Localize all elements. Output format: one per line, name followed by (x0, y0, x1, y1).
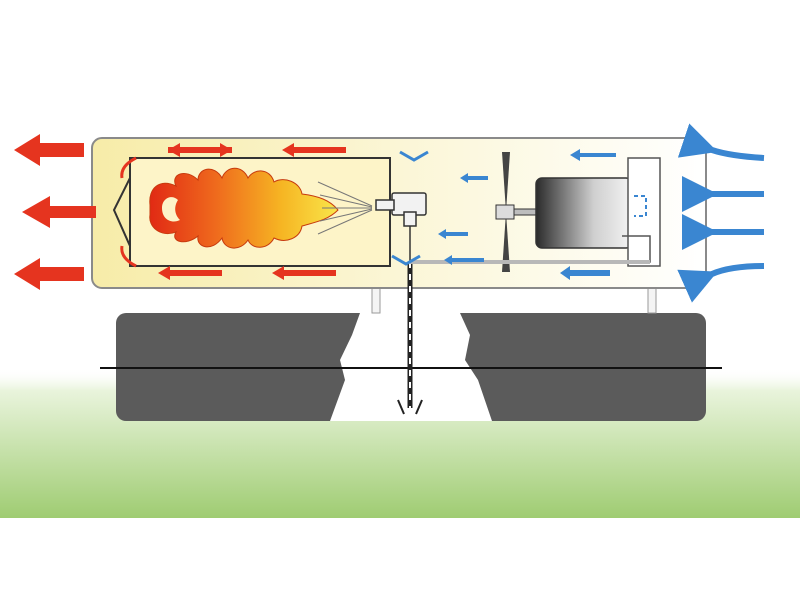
fuel-spray (317, 181, 373, 235)
fan-icon (495, 152, 539, 272)
right-leg (647, 284, 657, 314)
hot-air-arrow (14, 134, 96, 290)
airflow-chevrons (391, 150, 429, 266)
motor-icon (535, 157, 661, 267)
flame-icon (149, 167, 339, 249)
internal-cold-arrows (438, 149, 616, 280)
chamber-nose (112, 177, 131, 247)
left-leg (371, 284, 381, 314)
internal-hot-arrows (158, 143, 346, 280)
corner-swirls (120, 156, 137, 268)
cold-air-arrow (677, 123, 765, 303)
fuel-pipe (397, 262, 423, 415)
burner-nozzle-icon (375, 192, 427, 262)
